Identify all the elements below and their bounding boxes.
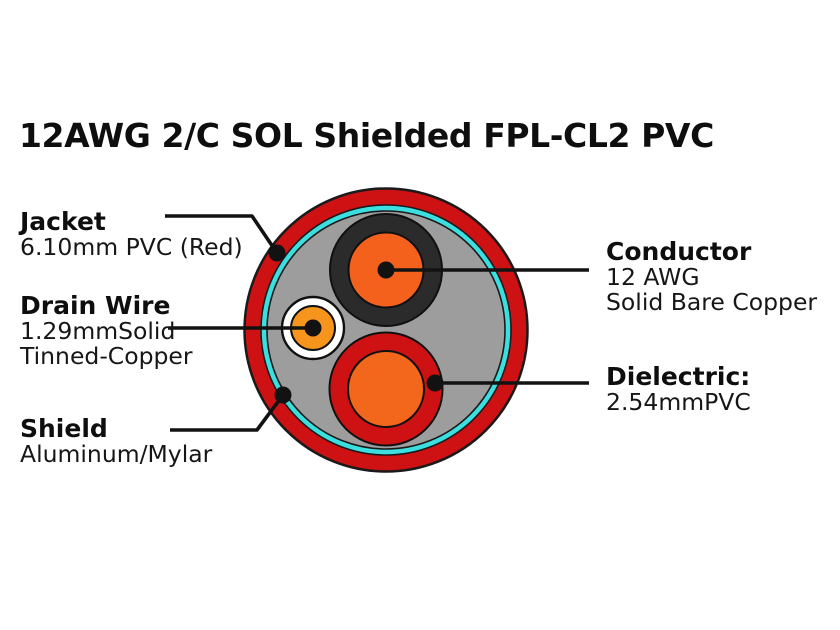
conductor-leader-dot — [377, 261, 395, 279]
jacket-callout-heading: Jacket — [20, 207, 106, 236]
jacket-callout-line: 6.10mm PVC (Red) — [20, 233, 243, 261]
shield-callout: Shield Aluminum/Mylar — [20, 416, 212, 467]
page-title: 12AWG 2/C SOL Shielded FPL-CL2 PVC — [19, 116, 714, 155]
jacket-callout: Jacket 6.10mm PVC (Red) — [20, 209, 243, 260]
drain-wire-leader-dot — [304, 319, 322, 337]
jacket-leader-dot — [268, 244, 286, 262]
dielectric-callout: Dielectric: 2.54mmPVC — [606, 364, 751, 415]
shield-callout-heading: Shield — [20, 414, 108, 443]
jacket-leader-line — [165, 214, 279, 255]
dielectric-callout-line: 2.54mmPVC — [606, 388, 751, 416]
shield-callout-line: Aluminum/Mylar — [20, 440, 213, 468]
dielectric-leader-dot — [426, 374, 444, 392]
shield-leader-dot — [274, 386, 292, 404]
conductor-callout-line: 12 AWG — [606, 263, 700, 291]
shield-leader-line — [170, 393, 285, 432]
conductor-callout: Conductor 12 AWG Solid Bare Copper — [606, 239, 817, 315]
dielectric-callout-heading: Dielectric: — [606, 362, 751, 391]
conductor-callout-heading: Conductor — [606, 237, 752, 266]
drain-wire-callout: Drain Wire 1.29mmSolid Tinned-Copper — [20, 293, 193, 369]
dielectric-core — [347, 350, 425, 428]
conductor-callout-line: Solid Bare Copper — [606, 288, 818, 316]
drain-wire-callout-line: 1.29mmSolid — [20, 317, 176, 345]
drain-wire-callout-heading: Drain Wire — [20, 291, 171, 320]
drain-wire-callout-line: Tinned-Copper — [20, 342, 193, 370]
